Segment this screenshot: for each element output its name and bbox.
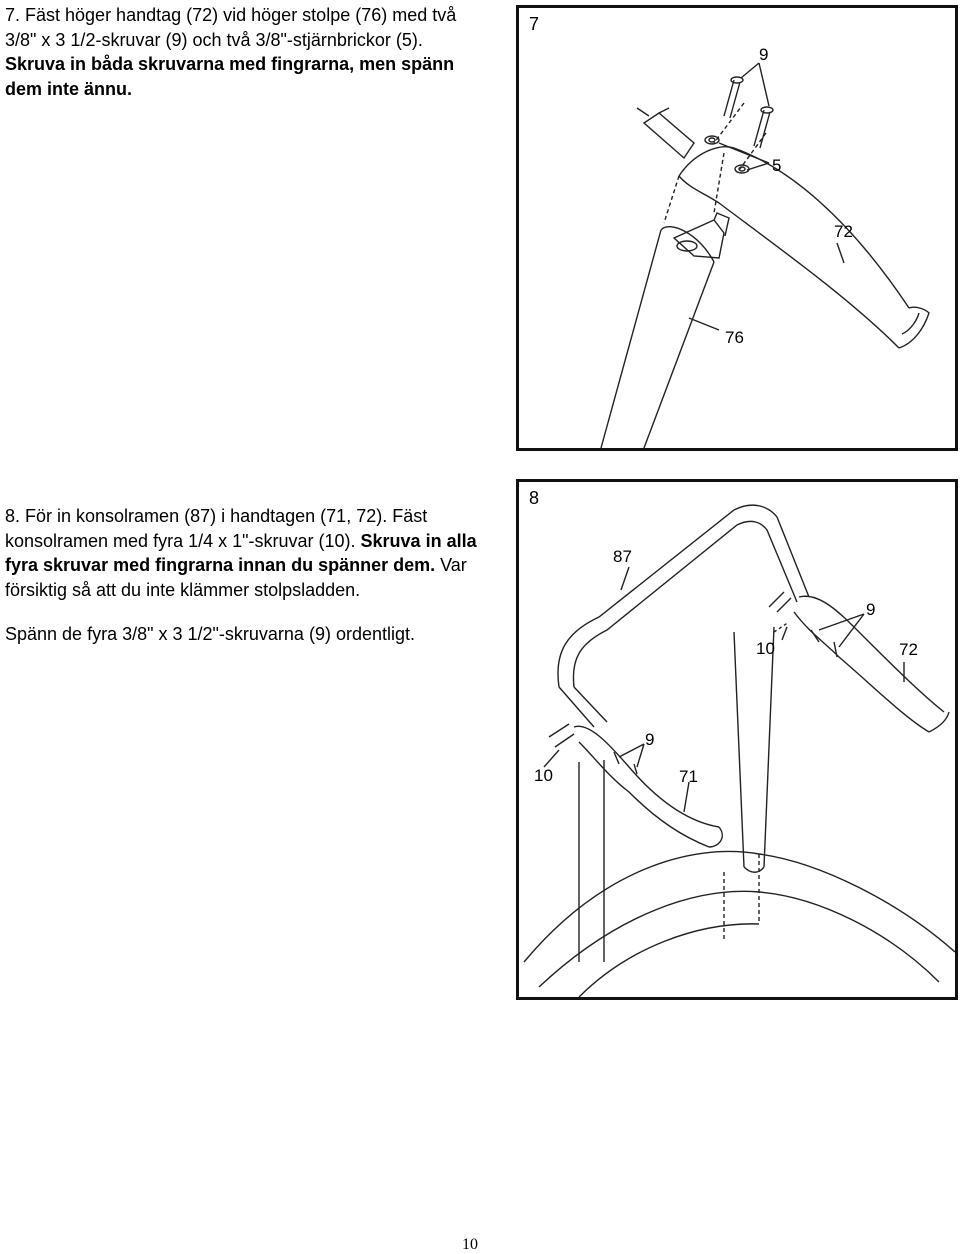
leader-10-left [543, 749, 560, 768]
diagram-7-step-number: 7 [529, 14, 540, 34]
handle-end-cap [898, 306, 930, 349]
left-handle-cap [708, 826, 723, 848]
right-handle-cap [928, 711, 950, 733]
callout-screw-9-left: 9 [645, 730, 655, 749]
deck-top [523, 850, 955, 963]
deck-inner [578, 923, 760, 997]
callout-screw-9-right: 9 [866, 600, 876, 619]
alignment-line-1 [663, 175, 680, 224]
left-screws [613, 751, 638, 775]
alignment-line-2 [713, 152, 725, 214]
leader-9-left [618, 743, 645, 768]
step-8-line-3-bold: fyra skruvar med fingrarna innan du spän… [5, 555, 436, 575]
left-upright [578, 760, 605, 962]
handle-bracket [642, 112, 695, 160]
washer-1 [704, 135, 720, 145]
step-7-line-4: dem inte ännu. [5, 78, 133, 99]
screw-2-head [760, 106, 774, 114]
step-8-line-3: fyra skruvar med fingrarna innan du spän… [5, 553, 510, 578]
step-8-extra-line: Spänn de fyra 3/8" x 3 1/2"-skruvarna (9… [5, 624, 415, 644]
step-7-instructions: 7. Fäst höger handtag (72) vid höger sto… [5, 3, 505, 101]
alignment-line-4 [736, 132, 767, 174]
left-handle-top [573, 725, 720, 828]
handle-top-edge [678, 146, 910, 309]
step-8-diagram: 8 87 9 10 72 9 10 71 [516, 479, 958, 1000]
right-upright [733, 626, 775, 868]
deck-dashes [723, 854, 760, 942]
leader-76 [688, 317, 720, 331]
step-7-illustration [600, 62, 930, 448]
step-8-tighten-note: Spänn de fyra 3/8" x 3 1/2"-skruvarna (9… [5, 622, 510, 647]
step-8-line-4: försiktig så att du inte klämmer stolpsl… [5, 579, 361, 600]
step-7-diagram: 7 9 5 72 76 [516, 5, 958, 451]
screw-1-head [730, 76, 744, 84]
page-number: 10 [462, 1236, 478, 1253]
handle-end-detail [901, 312, 920, 335]
diagram-8-step-number: 8 [529, 488, 540, 508]
handle-bracket-ears [636, 107, 670, 117]
leader-72 [836, 242, 845, 264]
leader-71 [683, 781, 690, 813]
callout-bolt-10-left: 10 [534, 766, 553, 785]
step-8-illustration [523, 504, 955, 997]
callout-handle-71: 71 [679, 767, 698, 786]
deck-mid [538, 890, 940, 988]
step-8-line-2-text: konsolramen med fyra 1/4 x 1"-skruvar (1… [5, 530, 356, 551]
console-frame-outer [557, 504, 810, 688]
upright-right-edge [643, 261, 715, 448]
callout-upright-76: 76 [725, 328, 744, 347]
right-handle-top [798, 595, 945, 713]
leader-9-right [818, 613, 865, 648]
screw-1-shaft [723, 79, 741, 119]
step-7-line-3: Skruva in båda skruvarna med fingrarna, … [5, 54, 455, 74]
leader-87 [620, 566, 630, 591]
upright-top [660, 225, 715, 263]
left-handle-bottom [578, 741, 710, 848]
screw-2-shaft [753, 109, 771, 149]
step-8-instructions: 8. För in konsolramen (87) i handtagen (… [5, 504, 510, 602]
right-upright-bottom [743, 866, 765, 873]
callout-washer-5: 5 [772, 156, 782, 175]
callout-handle-72: 72 [834, 222, 853, 241]
bracket-slot [676, 240, 698, 252]
left-bolt [548, 723, 575, 748]
leader-10-right [781, 626, 788, 641]
leader-9 [740, 62, 770, 107]
bracket-tab [713, 212, 730, 237]
step-8-line-2: konsolramen med fyra 1/4 x 1"-skruvar (1… [5, 529, 510, 554]
step-7-line-1: 7. Fäst höger handtag (72) vid höger sto… [5, 5, 457, 25]
alignment-line-3 [713, 102, 745, 144]
step-8-line-2-bold: Skruva in alla [355, 530, 477, 551]
step-8-line-1: 8. För in konsolramen (87) i handtagen (… [5, 506, 428, 526]
right-bolt [768, 591, 792, 613]
step-7-line-2: 3/8" x 3 1/2-skruvar (9) och två 3/8"-st… [5, 29, 423, 50]
console-frame-left-leg [558, 686, 608, 728]
callout-console-87: 87 [613, 547, 632, 566]
callout-bolt-10-right: 10 [756, 639, 775, 658]
right-handle-bottom [793, 611, 930, 733]
right-screws [810, 629, 838, 658]
console-frame-inner [572, 520, 798, 688]
washer-2 [734, 164, 750, 174]
callout-screw-9: 9 [759, 45, 769, 64]
upright-left-edge [600, 229, 662, 448]
callout-handle-72: 72 [899, 640, 918, 659]
handle-bottom-edge [678, 175, 900, 349]
leader-5 [718, 142, 770, 171]
step-8-line-3-text: Var [435, 555, 467, 575]
upright-bracket [672, 219, 725, 259]
